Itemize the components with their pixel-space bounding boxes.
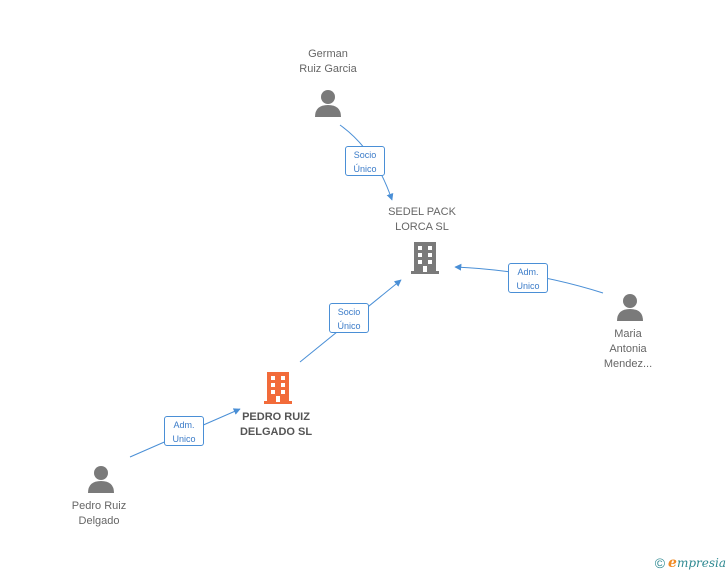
edge-label-pedrosl-sedel[interactable]: Socio Único: [329, 303, 369, 333]
edge-label-line: Socio: [353, 150, 377, 160]
edge-label-line: Socio: [337, 307, 361, 317]
edge-label-german-sedel[interactable]: Socio Único: [345, 146, 385, 176]
node-label-line: Pedro Ruiz: [71, 500, 127, 512]
building-icon-main[interactable]: [262, 371, 294, 405]
copyright-icon: ©: [654, 555, 666, 571]
node-label-line: SEDEL PACK: [388, 206, 456, 218]
node-label-pedro-sl[interactable]: PEDRO RUIZ DELGADO SL: [240, 410, 312, 440]
node-label-line: LORCA SL: [395, 221, 449, 233]
brand-logo: empresia: [668, 554, 726, 572]
node-label-line: Antonia: [609, 343, 647, 355]
brand-footer[interactable]: © empresia: [655, 554, 726, 572]
person-icon[interactable]: [86, 464, 116, 494]
edge-label-line: Adm.: [517, 267, 539, 277]
node-label-line: DELGADO SL: [239, 426, 313, 438]
node-label-line: Mendez...: [603, 358, 653, 370]
node-label-line: Delgado: [78, 515, 120, 527]
person-icon[interactable]: [313, 88, 343, 118]
node-label-line: German: [308, 48, 348, 60]
edge-label-line: Unico: [172, 434, 196, 444]
edge-label-line: Único: [337, 321, 361, 331]
edge-label-line: Unico: [516, 281, 540, 291]
brand-initial: e: [668, 555, 677, 571]
node-label-line: Ruiz Garcia: [299, 63, 357, 75]
node-label-sedel[interactable]: SEDEL PACK LORCA SL: [388, 205, 456, 235]
node-label-line: PEDRO RUIZ: [242, 411, 310, 423]
node-label-maria[interactable]: Maria Antonia Mendez...: [604, 327, 652, 372]
edge-label-line: Adm.: [173, 420, 195, 430]
brand-name: mpresia: [676, 556, 726, 570]
person-icon[interactable]: [615, 292, 645, 322]
edge-label-line: Único: [353, 164, 377, 174]
edge-label-pedro-pedrosl[interactable]: Adm. Unico: [164, 416, 204, 446]
edge-label-maria-sedel[interactable]: Adm. Unico: [508, 263, 548, 293]
node-label-pedro[interactable]: Pedro Ruiz Delgado: [72, 499, 126, 529]
building-icon[interactable]: [409, 241, 441, 275]
node-label-german[interactable]: German Ruiz Garcia: [299, 47, 356, 77]
node-label-line: Maria: [614, 328, 642, 340]
